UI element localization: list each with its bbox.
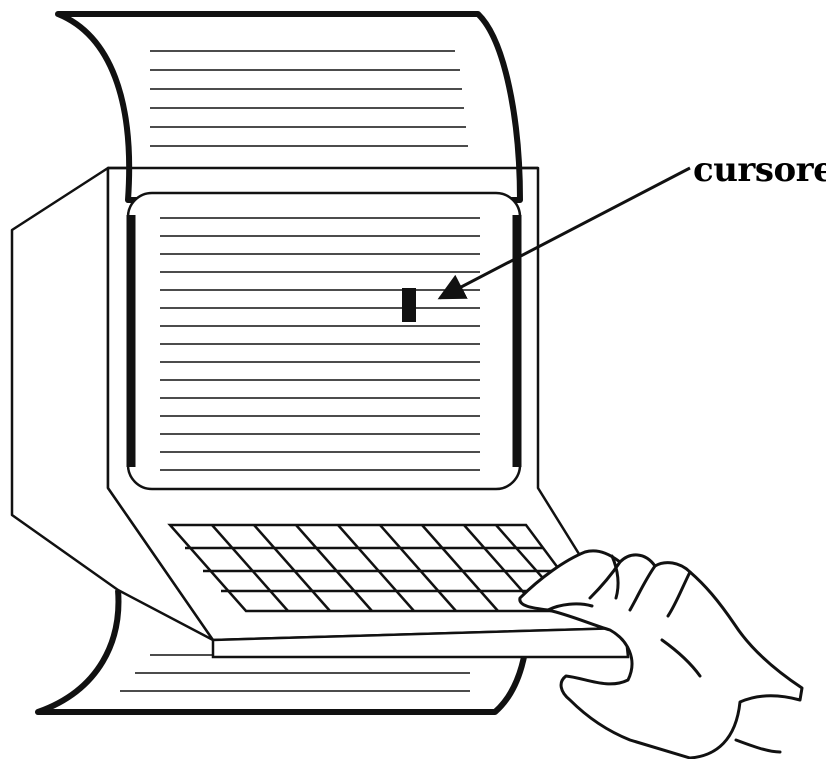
cursor-block (402, 288, 416, 322)
screen (128, 193, 520, 489)
cursor-label: cursore (693, 153, 826, 187)
paper-sheet-top (58, 14, 538, 200)
